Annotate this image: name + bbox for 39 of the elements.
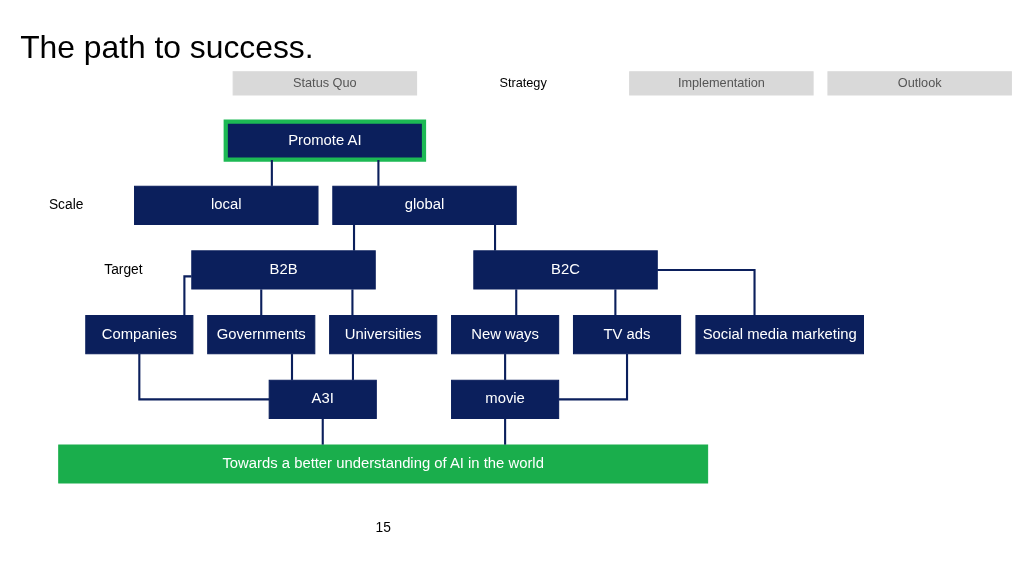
connector [377,159,380,186]
connector [290,353,294,380]
connector [321,418,324,445]
node-box: B2C [473,249,658,290]
connector [515,288,518,315]
node-box: New ways [451,314,560,354]
node-box: TV ads [572,314,682,354]
connector [138,353,270,400]
node-box: Towards a better understanding of AI in the world [58,443,709,484]
diagram-title: The path to success. [20,28,314,65]
label: Scale [48,196,84,212]
connector [504,353,507,380]
node-box: movie [451,379,560,419]
label: Implementation [677,74,765,90]
label: 15 [375,519,391,535]
node-box: A3I [268,379,377,419]
connector [504,418,507,445]
label: Status Quo [293,74,357,90]
node-box: Companies [85,314,194,354]
node-box: Universities [329,314,438,354]
label: Outlook [897,74,942,90]
node-box: local [134,185,319,225]
connector [260,288,263,315]
node-box: Social media marketing [695,314,864,354]
node-box: B2B [191,249,376,290]
node-box: Promote AI [223,118,427,162]
connector [657,268,756,315]
connector [614,288,617,315]
connector [270,159,273,186]
node-box: Governments [207,314,316,354]
connector [352,224,356,251]
connector [351,353,354,380]
label: Target [104,261,143,277]
label: Strategy [499,74,547,90]
connector [558,353,629,400]
connector [183,274,192,316]
node-box: global [332,185,517,225]
connector [494,224,497,251]
connector [351,288,354,315]
